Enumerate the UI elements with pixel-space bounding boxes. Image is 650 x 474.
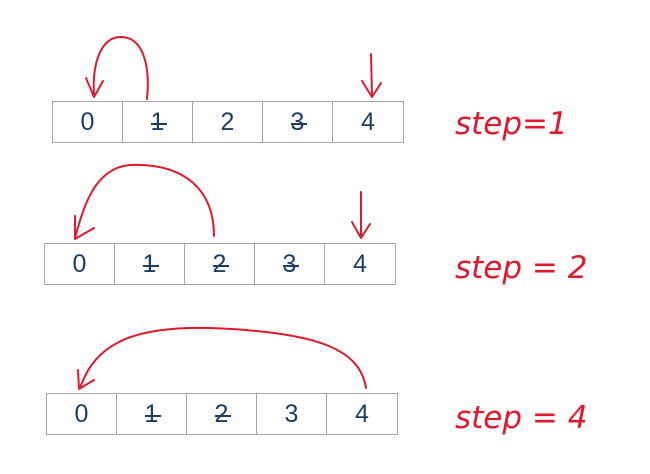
array-cell-crossed: 3: [263, 102, 333, 142]
array-cell-crossed: 2: [185, 244, 255, 284]
arrowhead-step4: [77, 369, 95, 390]
array-cell-crossed: 1: [115, 244, 185, 284]
arrowhead-step2: [74, 215, 95, 240]
down-arrow-step1: [361, 53, 382, 98]
array-cell: 4: [355, 399, 369, 428]
array-cell: 0: [45, 244, 115, 284]
array-cell-crossed: 1: [117, 394, 187, 434]
array-cell: 0: [47, 394, 117, 434]
step-label-4: step = 4: [455, 400, 587, 436]
array-cell: 2: [193, 102, 263, 142]
jump-arrow-step1: [92, 35, 149, 100]
array-cell-crossed: 3: [255, 244, 325, 284]
step-label-1: step=1: [455, 106, 568, 142]
array-cell: 4: [353, 249, 367, 278]
arrowhead-step1: [85, 77, 104, 98]
array-cell-crossed: 1: [123, 102, 193, 142]
array-cell: 0: [53, 102, 123, 142]
jump-arrow-step2: [74, 163, 215, 239]
array-cell-crossed: 2: [187, 394, 257, 434]
step-label-2: step = 2: [455, 250, 587, 286]
array-cell: 3: [257, 394, 327, 434]
array-row-1: 0 1 2 3 4: [52, 101, 404, 143]
array-cell: 4: [361, 107, 375, 136]
down-arrow-step2: [351, 191, 371, 239]
jump-arrow-step4: [79, 326, 367, 389]
array-row-2: 0 1 2 3 4: [44, 243, 396, 285]
array-row-3: 0 1 2 3 4: [46, 393, 398, 435]
